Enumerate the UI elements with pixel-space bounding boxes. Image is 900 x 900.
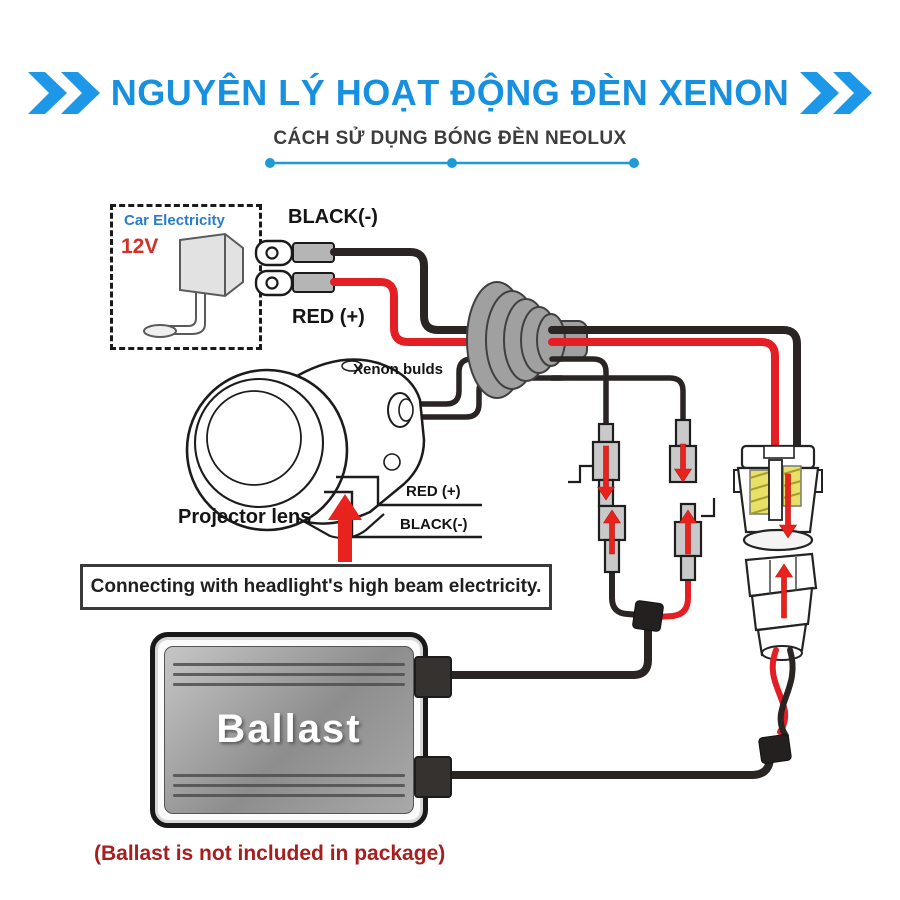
lens-black-label: BLACK(-) bbox=[400, 516, 468, 533]
footer-note: (Ballast is not included in package) bbox=[94, 842, 446, 865]
title-divider bbox=[265, 158, 639, 168]
splice-junction-1 bbox=[632, 600, 664, 632]
ballast-rib bbox=[173, 774, 405, 777]
car-electricity-label: Car Electricity bbox=[124, 212, 225, 229]
bullet-wire-black bbox=[609, 569, 643, 618]
spade-terminal-positive bbox=[254, 269, 335, 297]
ballast-plug-top bbox=[414, 656, 452, 698]
main-black-wire-left bbox=[330, 248, 566, 334]
ballast-rib bbox=[173, 673, 405, 676]
arrow-down-icon bbox=[596, 445, 616, 501]
negative-input-label: BLACK(-) bbox=[288, 206, 378, 228]
subtitle: CÁCH SỬ DỤNG BÓNG ĐÈN NEOLUX bbox=[273, 128, 627, 149]
main-black-wire-right bbox=[548, 326, 801, 456]
main-red-wire-right bbox=[548, 338, 779, 456]
lens-red-label: RED (+) bbox=[406, 483, 461, 500]
relay-illustration bbox=[143, 232, 244, 338]
ballast-wire-top bbox=[442, 624, 652, 679]
ballast-box: Ballast bbox=[150, 632, 428, 828]
twist-wire-black bbox=[777, 647, 796, 739]
projector-lens-label: Projector lens bbox=[178, 506, 312, 528]
ballast-rib bbox=[173, 794, 405, 797]
arrow-up-icon bbox=[602, 509, 622, 555]
chevron-right-icon bbox=[28, 72, 67, 114]
note-text: Connecting with headlight's high beam el… bbox=[90, 576, 542, 597]
splice-junction-2 bbox=[758, 734, 792, 764]
voltage-label: 12V bbox=[121, 235, 159, 258]
bullet-wire-red bbox=[655, 577, 691, 620]
arrow-down-icon bbox=[673, 443, 693, 483]
arrow-up-icon bbox=[678, 509, 698, 555]
bulb-wire-2-right bbox=[549, 375, 686, 427]
ballast-rib bbox=[173, 663, 405, 666]
ballast-wire-bottom bbox=[442, 756, 774, 779]
arrow-up-icon bbox=[774, 563, 794, 619]
note-box: Connecting with headlight's high beam el… bbox=[80, 564, 552, 610]
main-red-wire-left bbox=[330, 278, 566, 346]
chevrons-left bbox=[28, 72, 100, 114]
projector-lens-drawing bbox=[185, 358, 426, 540]
bullet-connector-1 bbox=[568, 422, 621, 508]
red-up-arrow-icon bbox=[328, 494, 362, 562]
chevrons-right bbox=[800, 72, 872, 114]
chevron-right-icon bbox=[833, 72, 872, 114]
ballast-plug-bottom bbox=[414, 756, 452, 798]
ballast-rib bbox=[173, 683, 405, 686]
bullet-connector-4 bbox=[673, 498, 716, 582]
arrow-down-icon bbox=[778, 473, 798, 539]
hid-connector-female bbox=[733, 444, 823, 552]
positive-input-label: RED (+) bbox=[292, 306, 365, 328]
main-title: NGUYÊN LÝ HOẠT ĐỘNG ĐÈN XENON bbox=[110, 72, 790, 113]
bulb-wire-1-left bbox=[405, 356, 565, 407]
chevron-right-icon bbox=[61, 72, 100, 114]
ballast-face: Ballast bbox=[164, 646, 414, 814]
ballast-label: Ballast bbox=[216, 707, 362, 751]
spade-terminal-negative bbox=[254, 239, 335, 267]
ballast-rib bbox=[173, 784, 405, 787]
bulb-wire-1-right bbox=[549, 356, 609, 445]
xenon-bulb-label: Xenon bulds bbox=[353, 361, 443, 378]
chevron-right-icon bbox=[800, 72, 839, 114]
rubber-boot bbox=[466, 281, 588, 399]
